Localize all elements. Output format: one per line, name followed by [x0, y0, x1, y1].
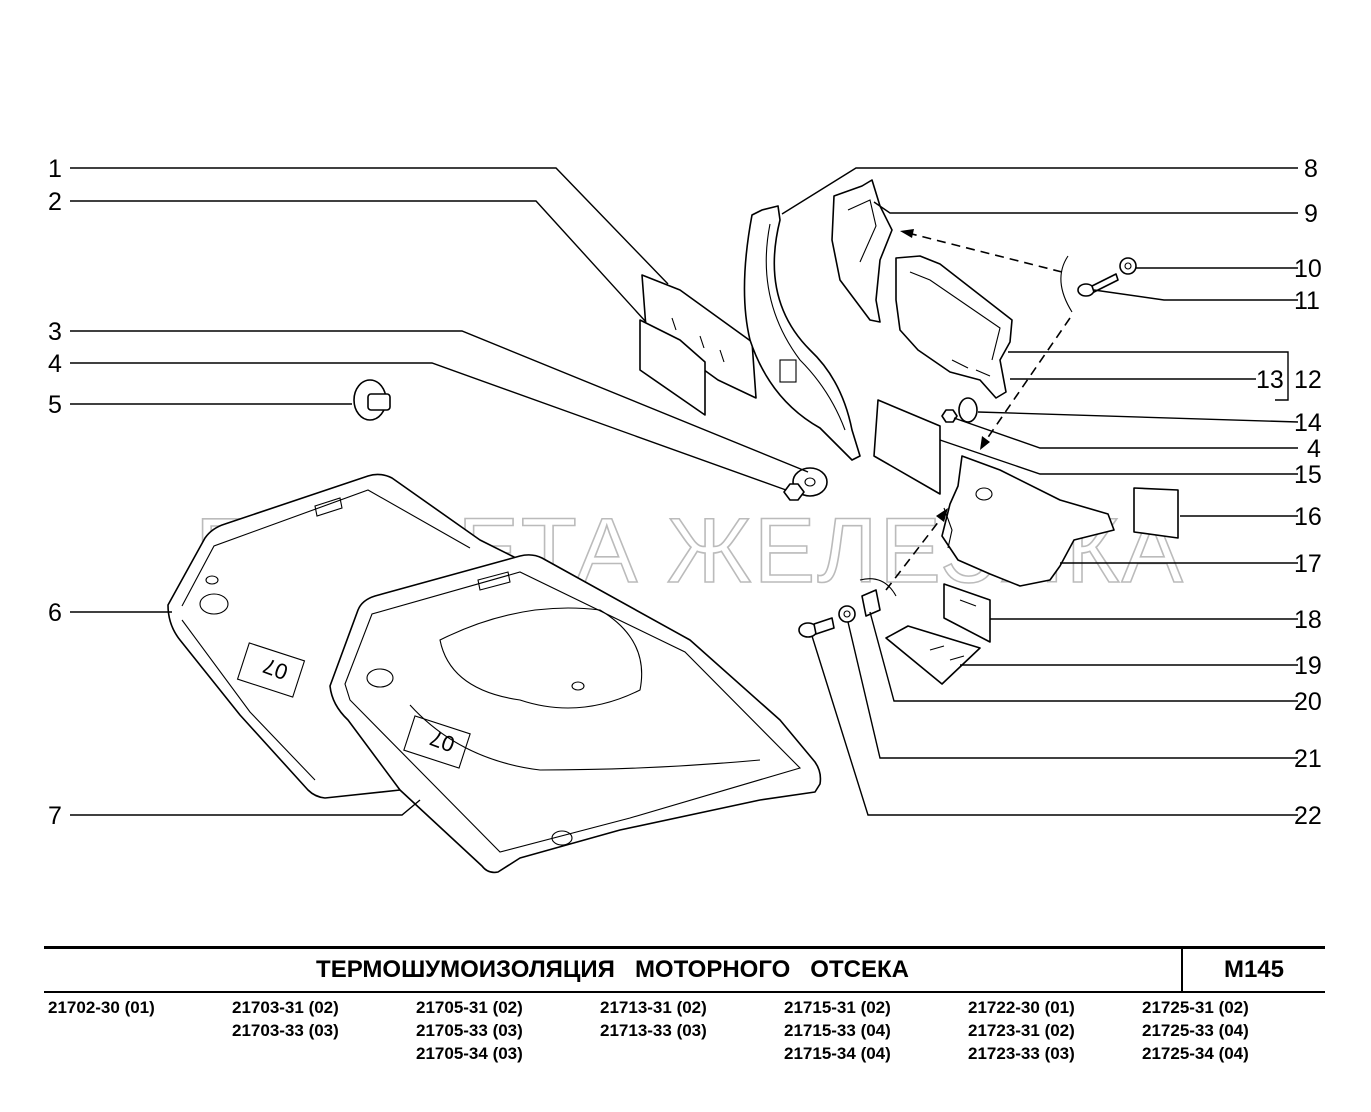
- bolt-22: [798, 617, 835, 638]
- nut-4: [783, 483, 805, 501]
- pad-18: [943, 583, 991, 643]
- model-column: 21702-30 (01): [48, 996, 155, 1019]
- callout-12: 12: [1294, 366, 1322, 394]
- lower-shield-17: [941, 455, 1115, 587]
- callout-7: 7: [48, 802, 62, 830]
- model-code: 21715-33 (04): [784, 1021, 891, 1040]
- callout-22: 22: [1294, 802, 1322, 830]
- model-column: 21725-31 (02) 21725-33 (04) 21725-34 (04…: [1142, 996, 1249, 1065]
- screw-11: [1077, 273, 1119, 297]
- callout-5: 5: [48, 391, 62, 419]
- model-code: 21722-30 (01): [968, 998, 1075, 1017]
- upper-shield-13: [895, 255, 1013, 399]
- callout-4: 4: [48, 350, 62, 378]
- callout-4-right: 4: [1307, 435, 1321, 463]
- model-column: 21715-31 (02) 21715-33 (04) 21715-34 (04…: [784, 996, 891, 1065]
- model-code: 21725-33 (04): [1142, 1021, 1249, 1040]
- callout-15: 15: [1294, 461, 1322, 489]
- exploded-parts-diagram: ПЛАНЕТА ЖЕЛЕЗЯКА 07 07: [48, 155, 1322, 874]
- callout-11: 11: [1294, 287, 1320, 315]
- hood-insulation-outer: 07: [167, 473, 521, 799]
- title-row: ТЕРМОШУМОИЗОЛЯЦИЯ МОТОРНОГО ОТСЕКА M145: [44, 946, 1325, 993]
- model-code: 21705-33 (03): [416, 1021, 523, 1040]
- washer-10: [1119, 257, 1137, 275]
- model-code: 21703-31 (02): [232, 998, 339, 1017]
- model-code: 21705-34 (03): [416, 1044, 523, 1063]
- wheel-arch-shield-8: [743, 205, 861, 461]
- model-column: 21705-31 (02) 21705-33 (03) 21705-34 (03…: [416, 996, 523, 1065]
- model-code: 21713-33 (03): [600, 1021, 707, 1040]
- diagram-code: M145: [1223, 956, 1285, 983]
- callout-19: 19: [1294, 652, 1322, 680]
- callout-18: 18: [1294, 606, 1322, 634]
- callout-9: 9: [1304, 200, 1318, 228]
- nut-4-right: [941, 409, 958, 423]
- bracket-20: [861, 589, 881, 617]
- model-code: 21725-31 (02): [1142, 998, 1249, 1017]
- diagram-title: ТЕРМОШУМОИЗОЛЯЦИЯ МОТОРНОГО ОТСЕКА: [44, 949, 1183, 991]
- callout-16: 16: [1294, 503, 1322, 531]
- callout-20: 20: [1294, 688, 1322, 716]
- model-column: 21703-31 (02) 21703-33 (03): [232, 996, 339, 1042]
- model-code: 21723-31 (02): [968, 1021, 1075, 1040]
- callout-8: 8: [1304, 155, 1318, 183]
- callout-6: 6: [48, 599, 62, 627]
- callout-1: 1: [48, 155, 62, 183]
- pad-16: [1133, 487, 1179, 539]
- model-code: 21723-33 (03): [968, 1044, 1075, 1063]
- model-code: 21703-33 (03): [232, 1021, 339, 1040]
- hood-insulation-inner: 07: [329, 554, 822, 874]
- callout-2: 2: [48, 188, 62, 216]
- model-code: 21715-31 (02): [784, 998, 891, 1017]
- assembly-arrows: [859, 229, 1073, 597]
- callout-14: 14: [1294, 409, 1322, 437]
- model-code: 21702-30 (01): [48, 998, 155, 1017]
- model-code: 21725-34 (04): [1142, 1044, 1249, 1063]
- callout-21: 21: [1294, 745, 1322, 773]
- leader-lines: [70, 167, 1299, 816]
- callout-17: 17: [1294, 550, 1322, 578]
- lock-washer-21: [838, 605, 856, 623]
- upper-shield-9: [831, 179, 893, 323]
- pad-19: [885, 625, 981, 685]
- model-code: 21705-31 (02): [416, 998, 523, 1017]
- clip-5: [353, 379, 391, 421]
- callout-3: 3: [48, 318, 62, 346]
- model-column: 21713-31 (02) 21713-33 (03): [600, 996, 707, 1042]
- model-column: 21722-30 (01) 21723-31 (02) 21723-33 (03…: [968, 996, 1075, 1065]
- callout-labels: 1 2 3 4 5 6 7 8 9 10 11 12 13 14 4 15 16…: [48, 155, 1322, 830]
- callout-10: 10: [1294, 255, 1322, 283]
- washer-14: [958, 397, 978, 423]
- callout-13: 13: [1256, 366, 1284, 394]
- model-code: 21715-34 (04): [784, 1044, 891, 1063]
- title-block: ТЕРМОШУМОИЗОЛЯЦИЯ МОТОРНОГО ОТСЕКА M145 …: [44, 946, 1325, 1063]
- model-code: 21713-31 (02): [600, 998, 707, 1017]
- pad-15: [873, 399, 941, 495]
- pad-2: [639, 319, 706, 416]
- model-list: 21702-30 (01) 21703-31 (02) 21703-33 (03…: [44, 996, 1325, 1076]
